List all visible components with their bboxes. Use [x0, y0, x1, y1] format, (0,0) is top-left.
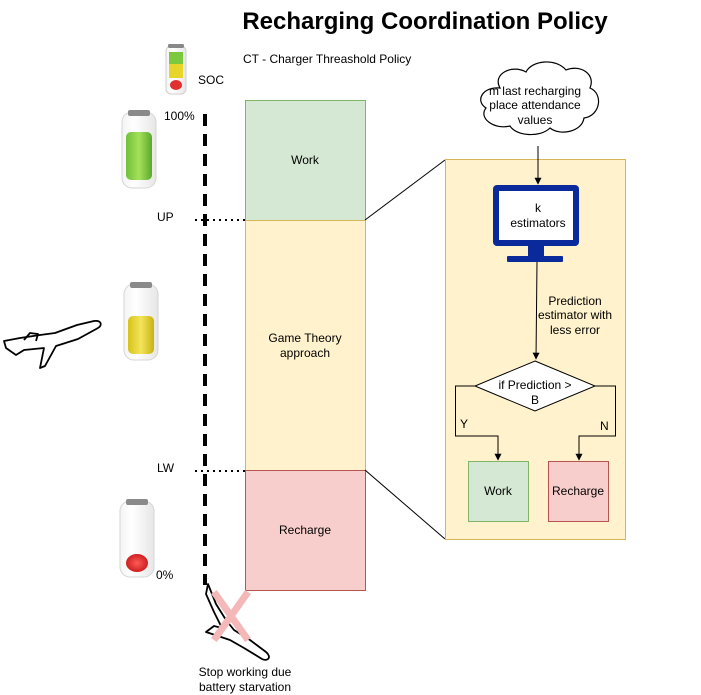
- yes-branch-arrow: [455, 385, 502, 461]
- cloud-shape: [480, 61, 600, 136]
- crashed-airplane-icon: [205, 583, 270, 661]
- work-zone-label: Work: [291, 153, 320, 167]
- cloud-text-line3: values: [518, 113, 553, 127]
- failure-text-line2: battery starvation: [199, 680, 291, 694]
- recharge-zone-label: Recharge: [279, 523, 331, 537]
- game-theory-label-line2: approach: [280, 346, 330, 360]
- decision-diamond: [473, 360, 597, 412]
- empty-battery-icon: [119, 499, 155, 578]
- game-theory-zone: [245, 220, 366, 471]
- half-battery-icon: [123, 282, 159, 361]
- monitor-to-decision-arrow: [532, 261, 540, 360]
- yes-label: Y: [460, 417, 468, 431]
- airplane-icon: [3, 319, 102, 369]
- full-battery-icon: [121, 110, 157, 189]
- outcome-work-box: [468, 461, 529, 522]
- subtitle: CT - Charger Threashold Policy: [243, 52, 411, 66]
- prediction-label-line1: Prediction: [548, 294, 601, 308]
- up-label: UP: [157, 210, 174, 224]
- decision-text-line2: B: [531, 393, 539, 407]
- prediction-label-line2: estimator with: [538, 308, 612, 322]
- monitor-text-line2: estimators: [510, 216, 565, 230]
- prediction-label-line3: less error: [550, 323, 600, 337]
- outcome-recharge-label: Recharge: [552, 484, 604, 498]
- soc-battery-icon: [165, 44, 187, 95]
- failure-x-icon: [211, 589, 251, 643]
- recharge-zone: [245, 470, 366, 591]
- failure-text-line1: Stop working due: [199, 665, 292, 679]
- outcome-work-label: Work: [484, 484, 513, 498]
- no-branch-arrow: [575, 385, 616, 461]
- game-theory-label-line1: Game Theory: [268, 331, 341, 345]
- page-title: Recharging Coordination Policy: [242, 8, 608, 35]
- work-zone: [245, 100, 366, 221]
- no-label: N: [600, 419, 609, 433]
- cloud-text-line2: place attendance: [489, 98, 581, 112]
- decision-text-line1: if Prediction >: [498, 378, 571, 392]
- zoom-line-top: [364, 159, 446, 221]
- empty-label: 0%: [156, 568, 174, 582]
- monitor-text-line1: k: [535, 201, 542, 215]
- full-label: 100%: [164, 109, 195, 123]
- lw-label: LW: [157, 461, 175, 475]
- monitor-icon: [493, 185, 579, 262]
- soc-label: SOC: [198, 73, 224, 87]
- zoom-line-bottom: [364, 469, 446, 540]
- cloud-text-line1: m last recharging: [489, 84, 581, 98]
- outcome-recharge-box: [548, 461, 609, 522]
